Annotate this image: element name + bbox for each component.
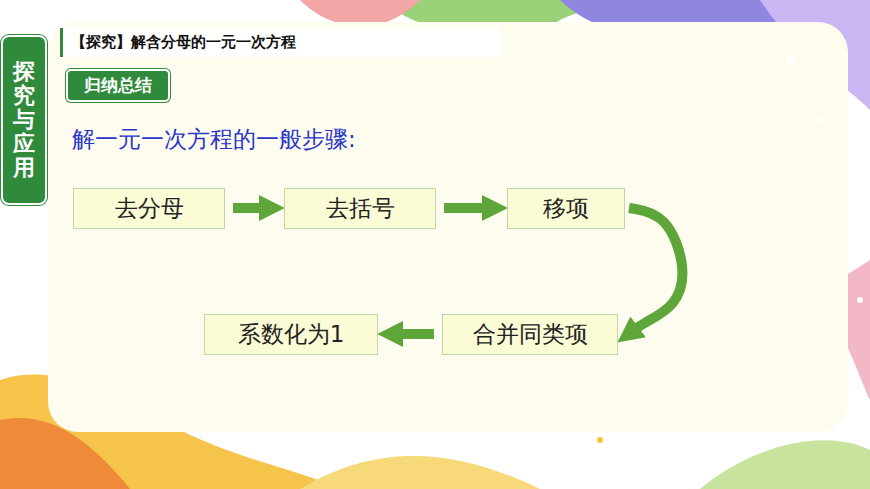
dot [597, 437, 603, 443]
label-text: 移项 [543, 193, 589, 224]
label-text: 去括号 [326, 193, 395, 224]
dot [786, 56, 794, 64]
process-box: 去分母 [73, 188, 225, 229]
step-arrow [233, 203, 264, 213]
label-text: 合并同类项 [473, 319, 588, 350]
step-arrow [444, 203, 487, 213]
label-text: 【探究】解含分母的一元一次方程 [71, 33, 296, 52]
label-text: 探究与应用 [13, 60, 35, 181]
label-text: 归纳总结 [84, 74, 152, 97]
process-box: 去括号 [284, 188, 436, 229]
heading: 解一元一次方程的一般步骤: [72, 124, 356, 155]
process-box: 系数化为1 [204, 314, 378, 355]
topic-bar: 【探究】解含分母的一元一次方程 [60, 28, 500, 57]
dot [857, 297, 863, 303]
process-box: 移项 [507, 188, 625, 229]
dot [817, 117, 823, 123]
summary-badge: 归纳总结 [66, 69, 170, 102]
step-arrow [398, 329, 434, 339]
lime-blob [700, 440, 870, 489]
step-arrow [629, 208, 682, 330]
label-text: 系数化为1 [238, 319, 345, 350]
section-tab: 探究与应用 [1, 35, 47, 205]
label-text: 去分母 [115, 193, 184, 224]
light-yellow-blob [300, 456, 540, 489]
process-box: 合并同类项 [442, 314, 618, 355]
content-panel [48, 22, 848, 432]
